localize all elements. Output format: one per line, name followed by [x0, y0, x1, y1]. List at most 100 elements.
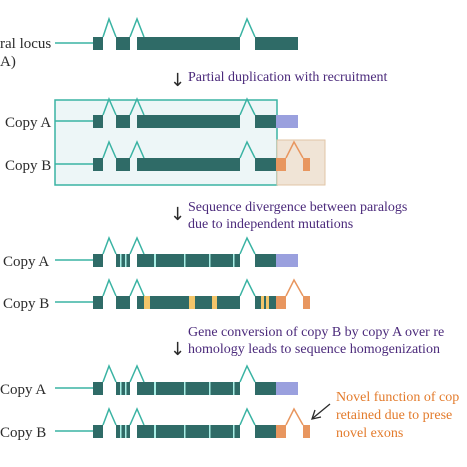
intron-line: [129, 407, 145, 426]
novel-text-line3: novel exons: [336, 426, 403, 441]
mutation-mark: [184, 382, 186, 395]
recruited-exon: [276, 158, 286, 171]
exon: [116, 425, 130, 438]
intron-line: [239, 140, 256, 159]
down-arrow-icon: ↓: [170, 70, 185, 91]
row3-copy-a: Copy A: [3, 236, 298, 270]
row4-copy-b: Copy B: [0, 407, 310, 441]
intron-line: [102, 236, 117, 255]
intron-line: [129, 278, 145, 297]
step-3-text-line2: homology leads to sequence homogenizatio…: [188, 342, 440, 357]
pointer-arrow-icon: [312, 403, 331, 419]
intron-line: [102, 278, 117, 297]
copy-b-label: Copy B: [0, 425, 46, 441]
recruited-exon: [303, 425, 310, 438]
mutation-mark: [233, 254, 235, 267]
recruited-exon: [276, 296, 286, 309]
row2-copy-a: Copy A: [5, 97, 298, 131]
novel-text-line1: Novel function of cop: [336, 390, 459, 405]
row2-copy-b: Copy B: [5, 140, 310, 174]
step-3: ↓ Gene conversion of copy B by copy A ov…: [170, 325, 444, 360]
exon: [116, 115, 130, 128]
down-arrow-icon: ↓: [170, 204, 185, 225]
exon: [93, 115, 103, 128]
mutation-mark: [125, 254, 127, 267]
intron-line: [102, 140, 117, 159]
intron-line: [102, 364, 117, 383]
mutation-mark: [184, 425, 186, 438]
exon: [137, 37, 240, 50]
exon: [137, 296, 240, 309]
mutation-block: [266, 296, 269, 309]
mutation-mark: [120, 425, 122, 438]
copy-a-label: Copy A: [3, 254, 49, 270]
exon: [93, 37, 103, 50]
copy-b-label: Copy B: [5, 158, 51, 174]
mutation-mark: [154, 425, 156, 438]
exon: [137, 382, 240, 395]
exon: [116, 37, 130, 50]
exon: [93, 425, 103, 438]
mutation-block: [144, 296, 150, 309]
mutation-block: [212, 296, 217, 309]
step-2-text-line2: due to independent mutations: [188, 217, 353, 232]
intron-line: [102, 97, 117, 116]
intron-line: [102, 407, 117, 426]
copy-a-label: Copy A: [5, 115, 51, 131]
step-1: ↓ Partial duplication with recruitment: [170, 70, 388, 91]
recruited-exon: [303, 158, 310, 171]
copy-b-label: Copy B: [3, 296, 49, 312]
intron-line: [129, 16, 145, 38]
mutation-mark: [125, 382, 127, 395]
recruited-exon: [303, 296, 310, 309]
exon: [93, 254, 103, 267]
intron-line: [129, 236, 145, 255]
step-2: ↓ Sequence divergence between paralogs d…: [170, 200, 407, 232]
intron-line: [239, 236, 256, 255]
mutation-mark: [120, 254, 122, 267]
pointer-arrowhead-icon: [311, 409, 322, 420]
exon: [137, 425, 240, 438]
mutation-mark: [154, 382, 156, 395]
exon: [93, 296, 103, 309]
exon: [255, 254, 276, 267]
mutation-mark: [233, 425, 235, 438]
mutation-mark: [120, 382, 122, 395]
ancestral-label-line1: ral locus: [0, 36, 51, 52]
intron-line: [239, 278, 256, 297]
exon: [255, 382, 276, 395]
mutation-mark: [209, 382, 211, 395]
novel-function-annotation: Novel function of cop retained due to pr…: [311, 390, 459, 441]
exon: [137, 254, 240, 267]
step-3-text-line1: Gene conversion of copy B by copy A over…: [188, 325, 444, 340]
copy-a-label: Copy A: [0, 382, 46, 398]
downstream-purple-segment: [276, 115, 298, 128]
exon: [137, 158, 240, 171]
intron-line: [129, 97, 145, 116]
mutation-mark: [125, 425, 127, 438]
intron-line: [239, 364, 256, 383]
mutation-block: [261, 296, 264, 309]
duplication-box: [54, 99, 278, 186]
step-1-text: Partial duplication with recruitment: [188, 70, 388, 85]
exon: [116, 382, 130, 395]
exon: [255, 296, 276, 309]
down-arrow-icon: ↓: [170, 339, 185, 360]
ancestral-locus: ral locus A): [0, 16, 298, 70]
recruited-exon: [276, 425, 286, 438]
step-2-text-line1: Sequence divergence between paralogs: [188, 200, 407, 215]
exon: [255, 425, 276, 438]
intron-line: [129, 364, 145, 383]
downstream-purple-segment: [276, 382, 298, 395]
exon: [255, 115, 276, 128]
exon: [255, 37, 298, 50]
row3-copy-b: Copy B: [3, 278, 310, 312]
exon: [93, 382, 103, 395]
exon: [116, 296, 130, 309]
exon: [137, 115, 240, 128]
downstream-purple-segment: [276, 254, 298, 267]
intron-line: [239, 97, 256, 116]
novel-text-line2: retained due to prese: [336, 408, 452, 423]
intron-line: [239, 407, 256, 426]
mutation-mark: [209, 254, 211, 267]
